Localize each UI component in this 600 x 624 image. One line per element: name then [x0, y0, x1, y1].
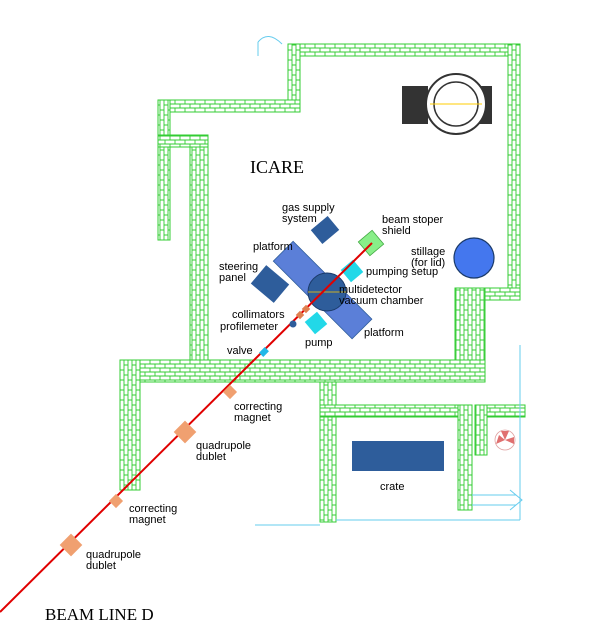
label-valve: valve	[227, 345, 253, 357]
steering-panel-box	[250, 265, 290, 303]
gas-supply-box	[310, 216, 340, 244]
wall-right-upper	[507, 43, 521, 295]
label-multidetector-2: vacuum chamber	[339, 295, 424, 307]
label-gas-supply-2: system	[282, 213, 317, 225]
correcting-magnet-a	[222, 384, 238, 400]
label-beam-stoper: beam stoper	[382, 214, 443, 226]
wall-annex-left	[287, 43, 301, 103]
correcting-magnet-b	[108, 493, 124, 509]
label-collimators: collimators	[232, 309, 285, 321]
label-beam-line: BEAM LINE D	[45, 605, 154, 624]
label-gas-supply: gas supply	[282, 202, 335, 214]
label-correcting-magnet-a-2: magnet	[234, 412, 271, 424]
wall-icare-left-top	[157, 134, 209, 148]
label-crate: crate	[380, 481, 404, 493]
wall-icare-bottom	[119, 359, 486, 383]
label-steering-2: panel	[219, 272, 246, 284]
profilemeter-dot	[289, 320, 297, 328]
label-steering: steering	[219, 261, 258, 273]
quadrupole-a	[173, 420, 197, 444]
label-stillage-2: (for lid)	[411, 257, 445, 269]
quadrupole-b	[59, 533, 83, 557]
wall-top-right	[287, 43, 521, 57]
labels: ICARE gas supply system beam stoper shie…	[45, 157, 445, 624]
label-quadrupole-b-2: dublet	[86, 560, 116, 572]
walls	[119, 43, 526, 523]
label-quadrupole-b: quadrupole	[86, 549, 141, 561]
collimator-1	[295, 310, 305, 320]
valve-box	[259, 347, 269, 357]
fan-icon	[494, 429, 516, 451]
label-pump: pump	[305, 337, 333, 349]
wall-right-small-v	[474, 404, 488, 456]
door-lines	[255, 36, 523, 526]
wall-icare-top	[157, 99, 301, 113]
wall-crate-right	[457, 404, 473, 511]
label-correcting-magnet-b-2: magnet	[129, 514, 166, 526]
label-platform-bottom: platform	[364, 327, 404, 339]
wall-lower-left	[119, 359, 141, 491]
label-correcting-magnet-b: correcting	[129, 503, 177, 515]
wall-icare-left-lower	[189, 134, 209, 361]
pump-box	[304, 311, 328, 335]
label-pumping-setup: pumping setup	[366, 266, 438, 278]
wall-crate-top	[319, 404, 466, 418]
label-beam-stoper-2: shield	[382, 225, 411, 237]
label-multidetector: multidetector	[339, 284, 402, 296]
label-platform-top: platform	[253, 241, 293, 253]
crate-box	[352, 441, 444, 471]
pumping-setup-box	[340, 259, 364, 283]
label-profilemeter: profilemeter	[220, 321, 278, 333]
label-stillage: stillage	[411, 246, 445, 258]
label-correcting-magnet-a: correcting	[234, 401, 282, 413]
equipment	[250, 216, 495, 471]
wall-lower-mid	[319, 381, 337, 523]
ring-device	[402, 73, 492, 135]
wall-icare-left	[157, 99, 171, 241]
label-quadrupole-a: quadrupole	[196, 440, 251, 452]
stillage-circle	[453, 237, 495, 279]
collimator-2	[301, 304, 311, 314]
room-title: ICARE	[250, 157, 304, 177]
label-quadrupole-a-2: dublet	[196, 451, 226, 463]
